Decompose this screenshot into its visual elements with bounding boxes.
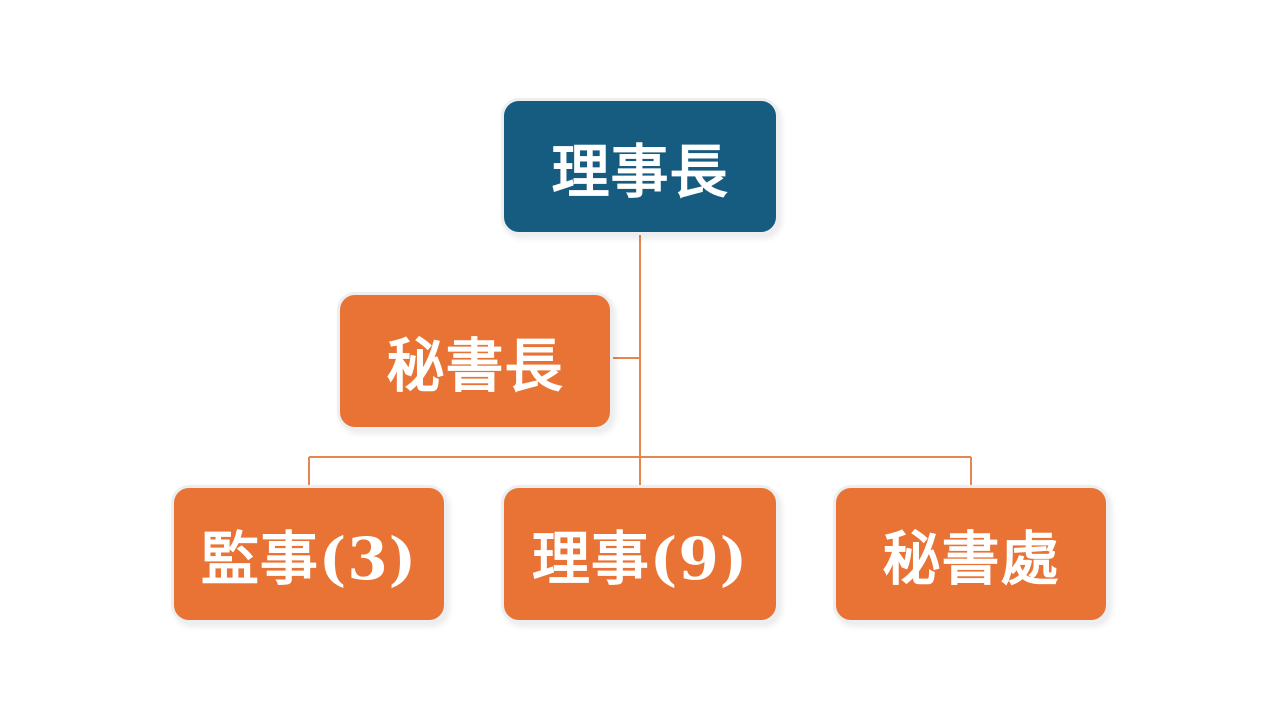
node-supervisors-label: 監事(3) [200,525,418,593]
node-directors-label: 理事(9) [531,525,749,593]
node-supervisors: 監事(3) [171,485,447,623]
node-secretariat-label: 秘書處 [882,525,1060,593]
node-secretary-general-label: 秘書長 [386,332,564,400]
node-chairman: 理事長 [501,98,779,235]
node-secretariat: 秘書處 [833,485,1109,623]
node-secretary-general: 秘書長 [337,292,613,430]
node-chairman-label: 理事長 [551,137,729,206]
node-directors: 理事(9) [501,485,779,623]
